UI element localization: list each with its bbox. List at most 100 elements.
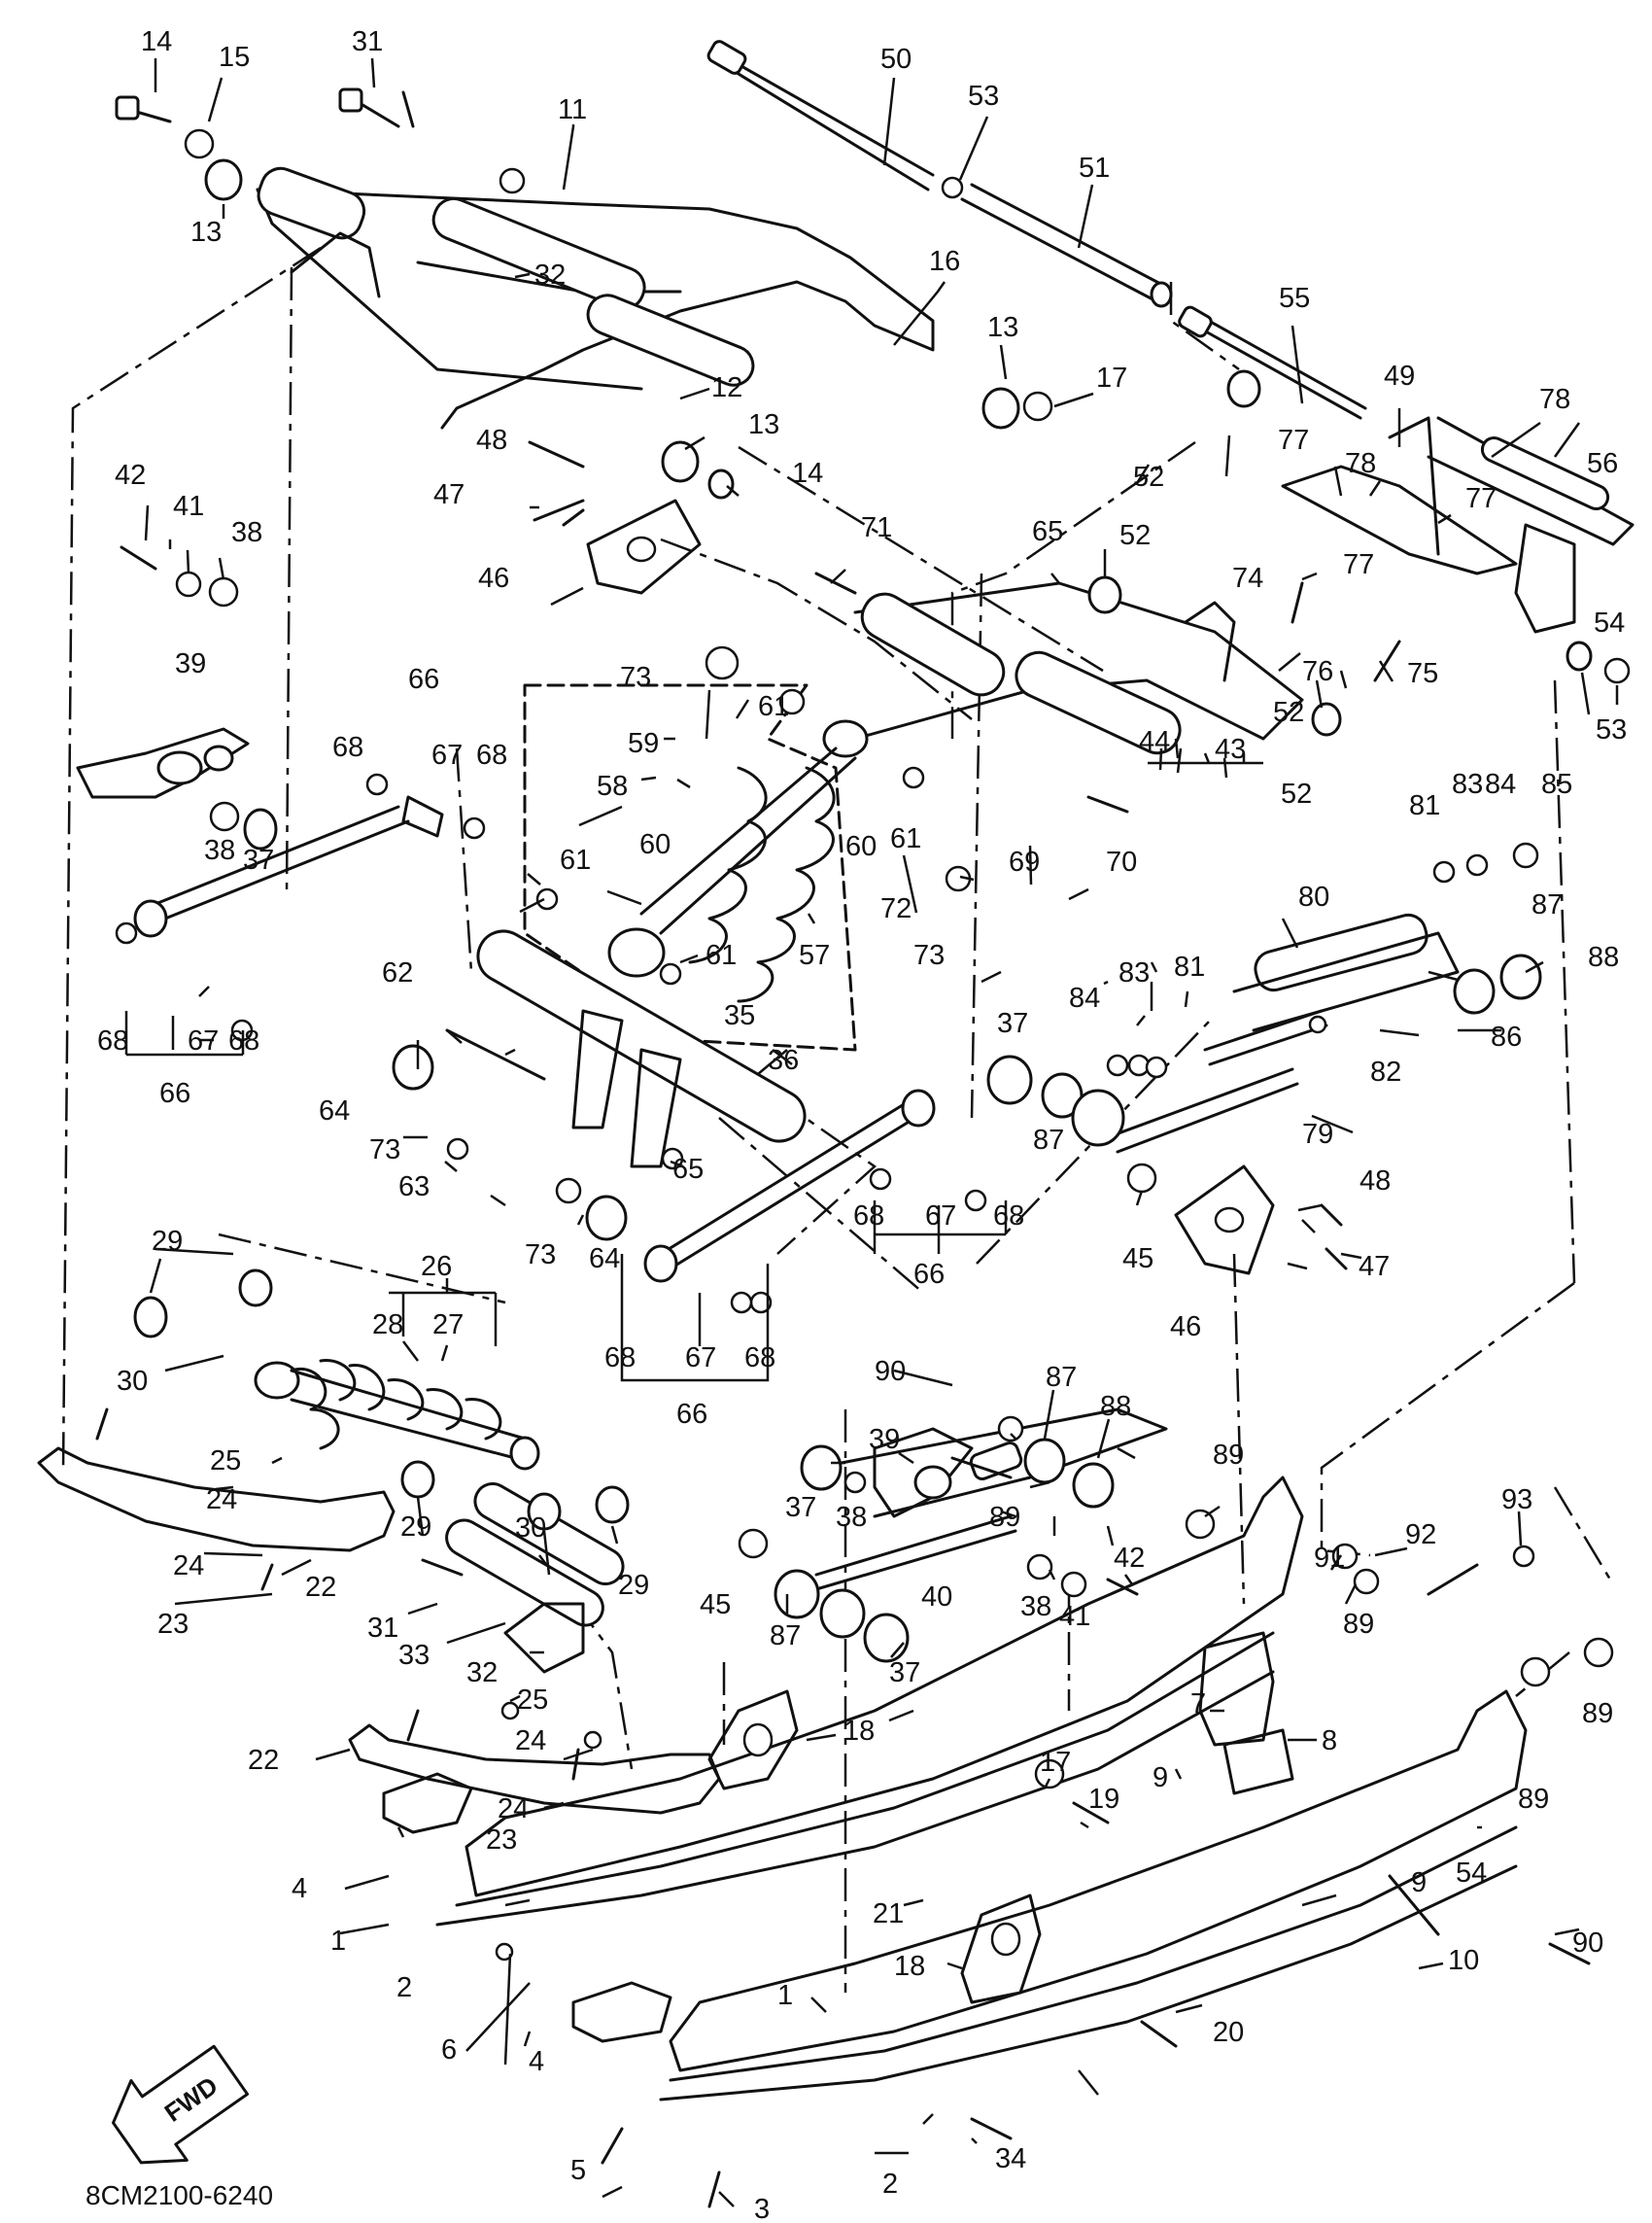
part-callout: 90: [875, 1356, 906, 1387]
part-callout: 21: [873, 1898, 904, 1929]
part-callout: 12: [711, 372, 742, 403]
part-callout: 29: [618, 1570, 649, 1601]
part-callout: 46: [478, 563, 509, 594]
part-callout: 58: [597, 771, 628, 802]
part-callout: 35: [724, 1000, 755, 1031]
part-callout: 92: [1405, 1519, 1436, 1550]
part-callout: 66: [408, 664, 439, 695]
part-callout: 67: [431, 740, 463, 771]
part-callout: 13: [987, 312, 1018, 343]
part-callout: 68: [476, 740, 507, 771]
part-callout: 89: [1582, 1698, 1613, 1729]
part-callout: 66: [159, 1078, 190, 1109]
part-callout: 81: [1174, 952, 1205, 983]
part-callout: 6: [441, 2034, 457, 2066]
part-callout: 37: [889, 1657, 920, 1688]
part-callout: 38: [231, 517, 262, 548]
part-callout: 23: [486, 1824, 517, 1856]
part-callout: 89: [1213, 1440, 1244, 1471]
part-callout: 30: [117, 1366, 148, 1397]
part-callout: 65: [1032, 516, 1063, 547]
part-callout: 62: [382, 957, 413, 989]
part-callout: 61: [758, 691, 789, 722]
part-callout: 74: [1232, 563, 1263, 594]
part-callout: 45: [1122, 1243, 1153, 1274]
part-callout: 53: [1596, 714, 1627, 746]
part-callout: 39: [175, 648, 206, 679]
part-callout: 56: [1587, 448, 1618, 479]
part-callout: 25: [517, 1685, 548, 1716]
part-callout: 54: [1456, 1858, 1487, 1889]
part-callout: 37: [997, 1008, 1028, 1039]
part-callout: 78: [1345, 448, 1376, 479]
shock-absorber-26: [254, 1359, 540, 1471]
part-callout: 79: [1302, 1119, 1333, 1150]
part-callout: 32: [466, 1657, 498, 1688]
part-callout: 67: [188, 1025, 219, 1057]
part-callout: 29: [152, 1226, 183, 1257]
part-callout: 59: [628, 728, 659, 759]
part-callout: 8: [1322, 1725, 1337, 1756]
part-callout: 5: [570, 2155, 586, 2186]
part-callout: 80: [1298, 882, 1329, 913]
drawing-code: 8CM2100-6240: [86, 2180, 273, 2210]
leader-lines: [124, 57, 1619, 2207]
part-callout: 52: [1273, 697, 1304, 728]
part-callout: 9: [1411, 1867, 1427, 1898]
part-callout: 93: [1501, 1484, 1532, 1515]
part-callout: 14: [792, 458, 823, 489]
part-callout: 15: [219, 42, 250, 73]
part-callout: 81: [1409, 790, 1440, 821]
part-callout: 67: [925, 1200, 956, 1232]
part-callout: 26: [421, 1251, 452, 1282]
part-callout: 11: [558, 94, 587, 125]
part-callout: 53: [968, 81, 999, 112]
part-callout: 66: [913, 1259, 945, 1290]
part-callout: 68: [97, 1025, 128, 1057]
part-callout: 18: [843, 1716, 875, 1747]
forward-arrow: FWD: [112, 2044, 250, 2165]
callout-labels: 14 15 31 11 50 53 51 13 32 16 13 17 55 1…: [97, 26, 1627, 2223]
part-callout: 20: [1213, 2017, 1244, 2048]
part-callout: 46: [1170, 1311, 1201, 1342]
part-callout: 3: [754, 2194, 770, 2223]
parts: [37, 40, 1635, 2208]
part-callout: 33: [398, 1640, 430, 1671]
part-callout: 76: [1302, 656, 1333, 687]
part-callout: 68: [604, 1342, 636, 1373]
part-callout: 71: [861, 512, 892, 543]
part-callout: 77: [1278, 425, 1309, 456]
part-callout: 47: [1359, 1251, 1390, 1282]
part-callout: 13: [190, 217, 222, 248]
part-callout: 50: [880, 44, 912, 75]
part-callout: 73: [369, 1134, 400, 1165]
part-callout: 91: [1314, 1543, 1345, 1574]
part-callout: 72: [880, 893, 912, 924]
part-callout: 90: [1572, 1928, 1603, 1959]
part-callout: 89: [989, 1502, 1020, 1533]
part-callout: 44: [1139, 726, 1170, 757]
part-callout: 87: [770, 1620, 801, 1651]
part-callout: 88: [1588, 942, 1619, 973]
part-callout: 60: [639, 829, 671, 860]
part-callout: 42: [115, 460, 146, 491]
part-callout: 41: [1059, 1601, 1090, 1632]
part-callout: 61: [890, 823, 921, 854]
part-callout: 24: [498, 1793, 529, 1824]
part-callout: 78: [1539, 384, 1570, 415]
part-callout: 83: [1452, 769, 1483, 800]
part-callout: 1: [330, 1926, 346, 1957]
part-callout: 70: [1106, 847, 1137, 878]
part-callout: 38: [204, 835, 235, 866]
part-callout: 65: [672, 1154, 704, 1185]
part-callout: 84: [1069, 983, 1100, 1014]
part-callout: 61: [560, 845, 591, 876]
part-callout: 88: [1100, 1391, 1131, 1422]
part-callout: 55: [1279, 283, 1310, 314]
part-callout: 4: [529, 2046, 544, 2077]
part-callout: 28: [372, 1309, 403, 1340]
part-callout: 54: [1594, 608, 1625, 639]
part-callout: 73: [525, 1239, 556, 1270]
part-callout: 87: [1033, 1125, 1064, 1156]
